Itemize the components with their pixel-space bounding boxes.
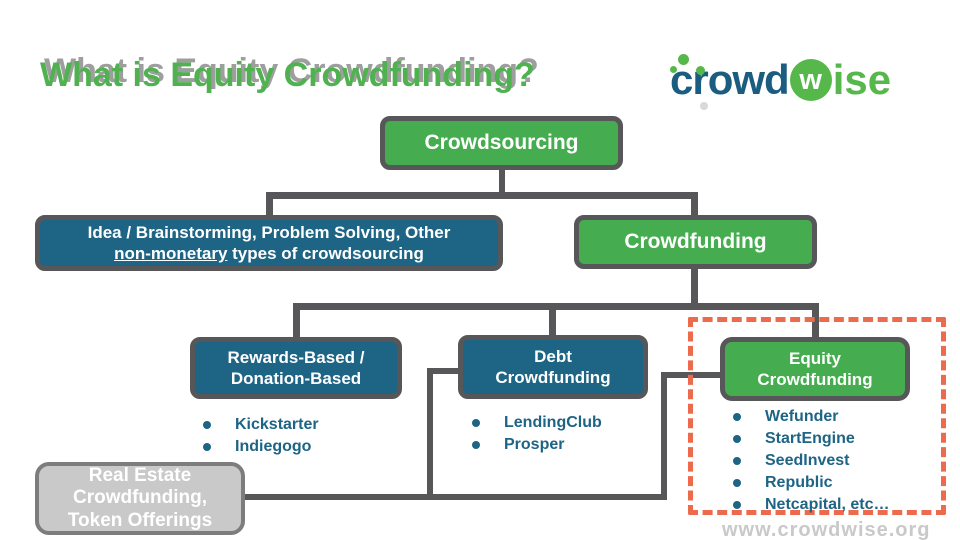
connector-realestate-horizontal <box>240 494 664 500</box>
idea-line2-rest: types of crowdsourcing <box>227 244 424 263</box>
connector-realestate-debt-riser <box>427 368 433 500</box>
equity-line1: Equity <box>789 348 841 368</box>
rewards-line2: Donation-Based <box>230 369 362 388</box>
real-estate-node: Real Estate Crowdfunding, Token Offering… <box>35 462 245 535</box>
idea-underlined-text: non-monetary <box>114 244 228 263</box>
bullet-icon <box>733 412 741 421</box>
debt-line1: Debt <box>534 346 572 366</box>
platform-name: Wefunder <box>765 407 839 425</box>
platform-name: Netcapital, etc… <box>765 495 890 513</box>
list-item: Prosper <box>472 434 602 455</box>
crowdsourcing-label: Crowdsourcing <box>424 130 579 154</box>
bullet-icon <box>733 500 741 509</box>
connector-crowdfunding-down <box>691 264 698 310</box>
debt-line2: Crowdfunding <box>495 368 611 387</box>
logo-dot-icon <box>670 66 677 73</box>
platform-name: Kickstarter <box>235 415 319 433</box>
bullet-icon <box>733 478 741 487</box>
equity-highlight-dashed-border <box>688 317 946 515</box>
connector-crowdsourcing-down <box>499 165 505 195</box>
debt-crowdfunding-node: Debt Crowdfunding <box>458 335 648 399</box>
bullet-icon <box>733 456 741 465</box>
platform-name: StartEngine <box>765 429 855 447</box>
idea-brainstorming-node: Idea / Brainstorming, Problem Solving, O… <box>35 215 503 271</box>
logo-dot-icon <box>696 66 705 75</box>
logo-text-crowd: crowd <box>670 56 790 103</box>
logo-dot-icon <box>678 54 689 65</box>
list-item: Indiegogo <box>203 436 319 457</box>
bullet-icon <box>733 434 741 443</box>
watermark-url: www.crowdwise.org <box>722 519 931 540</box>
list-item: SeedInvest <box>733 450 889 471</box>
list-item: Republic <box>733 472 889 493</box>
list-item: StartEngine <box>733 428 889 449</box>
logo-dot-icon <box>700 102 708 110</box>
real-estate-line3: Token Offerings <box>67 509 213 531</box>
logo-text-ise: ise <box>832 56 892 103</box>
platform-name: Prosper <box>504 435 565 453</box>
crowdsourcing-node: Crowdsourcing <box>380 116 623 170</box>
platform-name: Republic <box>765 473 833 491</box>
list-item: Wefunder <box>733 406 889 427</box>
page-title: What is Equity Crowdfunding? <box>40 56 535 94</box>
real-estate-line1: Real Estate <box>88 464 192 486</box>
connector-tier2-horizontal <box>293 303 819 310</box>
real-estate-line2: Crowdfunding, <box>72 487 208 509</box>
equity-line2: Crowdfunding <box>757 370 873 389</box>
list-item: LendingClub <box>472 412 602 433</box>
idea-line1: Idea / Brainstorming, Problem Solving, O… <box>87 222 451 242</box>
connector-idea-drop <box>266 192 273 222</box>
connector-realestate-equity-elbow <box>661 372 725 378</box>
crowdwise-logo: crowd w ise <box>670 52 892 110</box>
connector-tier1-horizontal <box>266 192 698 199</box>
connector-rewards-drop <box>293 303 300 339</box>
bullet-icon <box>203 442 211 451</box>
platform-name: SeedInvest <box>765 451 850 469</box>
idea-line2: non-monetary types of crowdsourcing <box>114 243 424 264</box>
crowdfunding-label: Crowdfunding <box>624 229 767 253</box>
connector-realestate-debt-elbow <box>427 368 462 374</box>
connector-realestate-equity-riser <box>661 372 667 500</box>
connector-debt-drop <box>549 303 556 339</box>
rewards-line1: Rewards-Based / <box>227 347 365 367</box>
logo-w-circle-icon: w <box>789 59 832 101</box>
bullet-icon <box>203 420 211 429</box>
connector-crowdfunding-drop <box>691 192 698 222</box>
bullet-icon <box>472 440 480 449</box>
list-item: Kickstarter <box>203 414 319 435</box>
platform-name: LendingClub <box>504 413 602 431</box>
equity-crowdfunding-node: Equity Crowdfunding <box>720 337 910 401</box>
crowdfunding-node: Crowdfunding <box>574 215 817 269</box>
bullet-icon <box>472 418 480 427</box>
platform-name: Indiegogo <box>235 437 312 455</box>
list-item: Netcapital, etc… <box>733 494 889 515</box>
rewards-donation-node: Rewards-Based / Donation-Based <box>190 337 402 399</box>
